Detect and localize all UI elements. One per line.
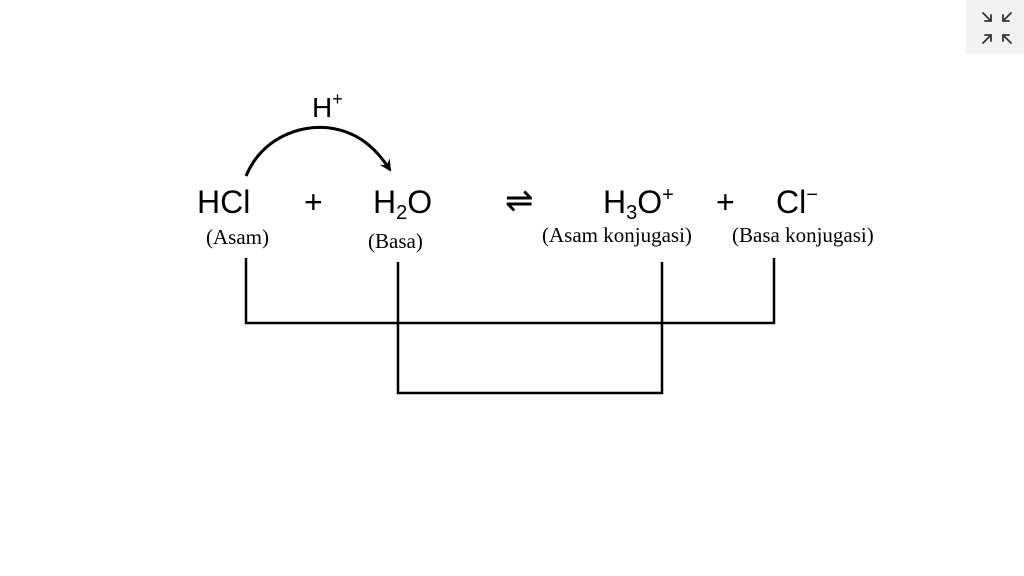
label-base: (Basa) xyxy=(368,229,423,253)
acid-conjugate-base-bracket xyxy=(244,258,776,325)
reactant-hcl: HCl xyxy=(197,184,251,220)
collapse-fullscreen-icon xyxy=(982,12,1012,44)
hydronium-subscript: 3 xyxy=(626,202,638,224)
label-acid: (Asam) xyxy=(206,225,269,249)
hydronium-charge: + xyxy=(662,184,674,206)
product-chloride: Cl− xyxy=(776,184,818,220)
product-hydronium: H3O+ xyxy=(603,184,674,223)
hydronium-h: H xyxy=(603,184,627,220)
plus-sign-1: + xyxy=(304,184,323,220)
proton-transfer-arrow xyxy=(244,125,392,177)
fullscreen-toggle-button[interactable] xyxy=(966,0,1024,54)
proton-charge: + xyxy=(332,89,343,109)
label-conjugate-base: (Basa konjugasi) xyxy=(732,223,874,247)
label-conjugate-acid: (Asam konjugasi) xyxy=(542,223,692,247)
chloride-cl: Cl xyxy=(776,184,807,220)
reactant-water: H2O xyxy=(373,184,433,223)
hydronium-o: O xyxy=(637,184,663,220)
plus-sign-2: + xyxy=(716,184,735,220)
water-o: O xyxy=(407,184,433,220)
chloride-charge: − xyxy=(806,184,818,206)
proton-label: H+ xyxy=(312,90,343,123)
proton-symbol: H xyxy=(312,92,333,123)
water-h: H xyxy=(373,184,397,220)
water-subscript: 2 xyxy=(396,202,408,224)
base-conjugate-acid-bracket xyxy=(396,262,664,395)
equilibrium-arrow: ⇌ xyxy=(505,182,534,220)
